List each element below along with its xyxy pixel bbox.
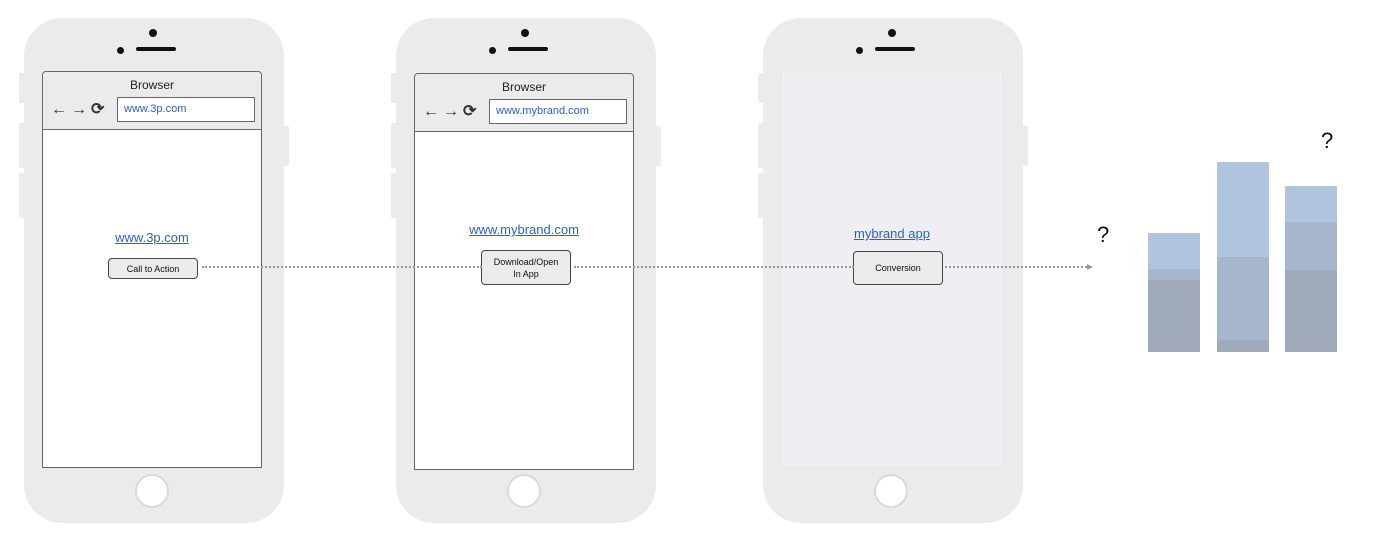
unknown-marker: ? [1321,128,1334,153]
flow-connector [574,266,854,268]
home-button [874,474,908,508]
side-button [1022,126,1028,166]
url-field[interactable]: www.3p.com [117,97,255,122]
side-button [758,173,764,218]
side-button [19,123,25,168]
side-button [655,126,661,166]
speaker-icon [508,47,548,51]
reload-icon[interactable]: ⟳ [91,101,107,118]
screen: Browser ←→⟳ www.mybrand.com www.mybrand.… [414,73,634,470]
reload-icon[interactable]: ⟳ [463,103,479,120]
side-button [758,73,764,103]
bar-1-top [1148,233,1200,269]
bar-3-middle [1285,222,1337,270]
bar-3-bottom [1285,270,1337,352]
phone-1: Browser ←→⟳ www.3p.com www.3p.com Call t… [19,18,289,523]
bar-3-top [1285,186,1337,222]
browser-title: Browser [501,80,546,94]
speaker-icon [875,47,915,51]
side-button [391,123,397,168]
call-to-action-button[interactable]: Call to Action [108,258,198,279]
download-open-in-app-button[interactable]: Download/Open In App [481,250,571,285]
browser-toolbar: Browser ←→⟳ www.3p.com [43,72,261,130]
camera-icon [521,29,529,37]
home-button [507,474,541,508]
sensor-icon [489,47,496,54]
flow-connector [945,266,1087,268]
conversion-button[interactable]: Conversion [853,251,943,285]
browser-title: Browser [129,78,174,92]
home-button [135,474,169,508]
bar-2-bottom [1217,340,1269,352]
browser-toolbar: Browser ←→⟳ www.mybrand.com [415,74,633,132]
arrow-head-icon [1087,264,1093,270]
url-field[interactable]: www.mybrand.com [489,99,627,124]
camera-icon [888,29,896,37]
bar-2-top [1217,162,1269,257]
camera-icon [149,29,157,37]
back-arrow-icon[interactable]: ← [423,103,441,120]
bar-2-middle [1217,257,1269,340]
forward-arrow-icon[interactable]: → [443,103,461,120]
back-arrow-icon[interactable]: ← [51,101,69,118]
side-button [391,73,397,103]
side-button [19,73,25,103]
phone-2: Browser ←→⟳ www.mybrand.com www.mybrand.… [391,18,661,523]
app-link[interactable]: mybrand app [854,226,930,241]
site-link[interactable]: www.mybrand.com [469,222,579,237]
side-button [391,173,397,218]
bar-1-bottom [1148,280,1200,352]
speaker-icon [136,47,176,51]
bar-1-middle [1148,269,1200,280]
forward-arrow-icon[interactable]: → [71,101,89,118]
phone-3: mybrand app Conversion [758,18,1028,523]
app-screen: mybrand app Conversion [782,73,1002,466]
side-button [283,126,289,166]
unknown-marker: ? [1097,222,1110,247]
side-button [19,173,25,218]
screen: Browser ←→⟳ www.3p.com www.3p.com Call t… [42,71,262,468]
sensor-icon [856,47,863,54]
flow-connector [202,266,482,268]
side-button [758,123,764,168]
site-link[interactable]: www.3p.com [115,230,189,245]
sensor-icon [117,47,124,54]
